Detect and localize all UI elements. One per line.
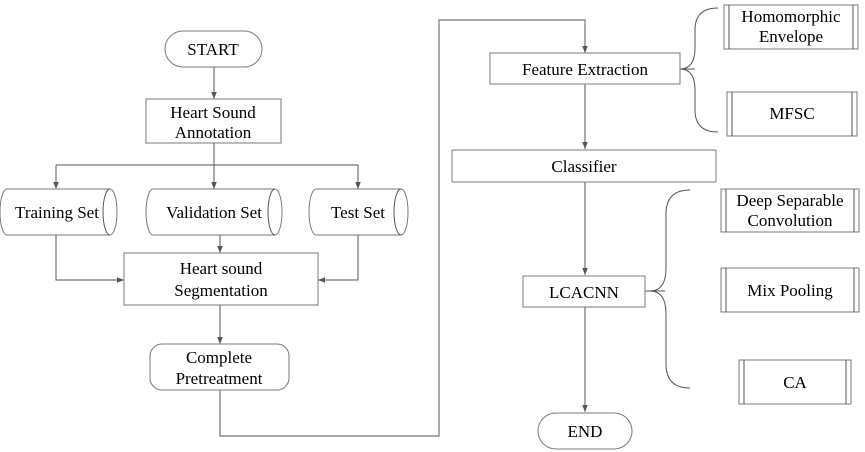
- test-set-label: Test Set: [331, 203, 385, 222]
- classifier-label: Classifier: [551, 157, 616, 176]
- end-label: END: [568, 422, 603, 441]
- homomorphic-envelope-block: Homomorphic Envelope: [723, 4, 859, 50]
- segmentation-label-line-1: Heart sound: [180, 259, 263, 278]
- ca-block: CA: [738, 359, 852, 405]
- feature-extraction-label: Feature Extraction: [522, 60, 649, 79]
- ca-label: CA: [783, 373, 807, 392]
- homomorphic-envelope-label-line-1: Homomorphic: [741, 7, 841, 26]
- arrow-pretreatment-to-feature-extraction: [219, 19, 588, 437]
- model-components-brace: [649, 189, 691, 389]
- mix-pooling-block: Mix Pooling: [720, 267, 860, 313]
- pretreatment-label-line-1: Complete: [186, 348, 252, 367]
- lcacnn-model: LCACNN: [522, 275, 646, 308]
- deep-separable-convolution-block: Deep Separable Convolution: [720, 188, 860, 233]
- annotation-label-line-2: Annotation: [175, 123, 252, 142]
- training-set-store: Training Set: [0, 188, 118, 236]
- connectors: [53, 19, 695, 437]
- test-set-store: Test Set: [308, 188, 409, 236]
- training-set-label: Training Set: [15, 203, 99, 222]
- deep-separable-convolution-label-line-1: Deep Separable: [736, 191, 843, 210]
- start-label: START: [187, 40, 239, 59]
- feature-methods-brace: [679, 7, 719, 133]
- mfsc-block: MFSC: [726, 91, 858, 137]
- arrow-training-to-segmentation: [55, 235, 124, 283]
- end-terminal: END: [537, 412, 633, 450]
- pretreatment-label-line-2: Pretreatment: [176, 369, 263, 388]
- feature-extraction-process: Feature Extraction: [489, 52, 681, 85]
- classifier-process: Classifier: [451, 149, 717, 183]
- validation-set-store: Validation Set: [145, 188, 283, 236]
- arrow-test-to-segmentation: [318, 235, 359, 283]
- segmentation-process: Heart sound Segmentation: [123, 252, 319, 306]
- mfsc-label: MFSC: [769, 104, 814, 123]
- lcacnn-label: LCACNN: [549, 283, 619, 302]
- segmentation-label-line-2: Segmentation: [174, 281, 268, 300]
- deep-separable-convolution-label-line-2: Convolution: [747, 211, 833, 230]
- validation-set-label: Validation Set: [166, 203, 262, 222]
- homomorphic-envelope-label-line-2: Envelope: [759, 27, 823, 46]
- annotation-label-line-1: Heart Sound: [170, 103, 256, 122]
- start-terminal: START: [164, 30, 263, 68]
- mix-pooling-label: Mix Pooling: [747, 281, 833, 300]
- pretreatment-step: Complete Pretreatment: [149, 343, 290, 391]
- annotation-process: Heart Sound Annotation: [145, 98, 282, 144]
